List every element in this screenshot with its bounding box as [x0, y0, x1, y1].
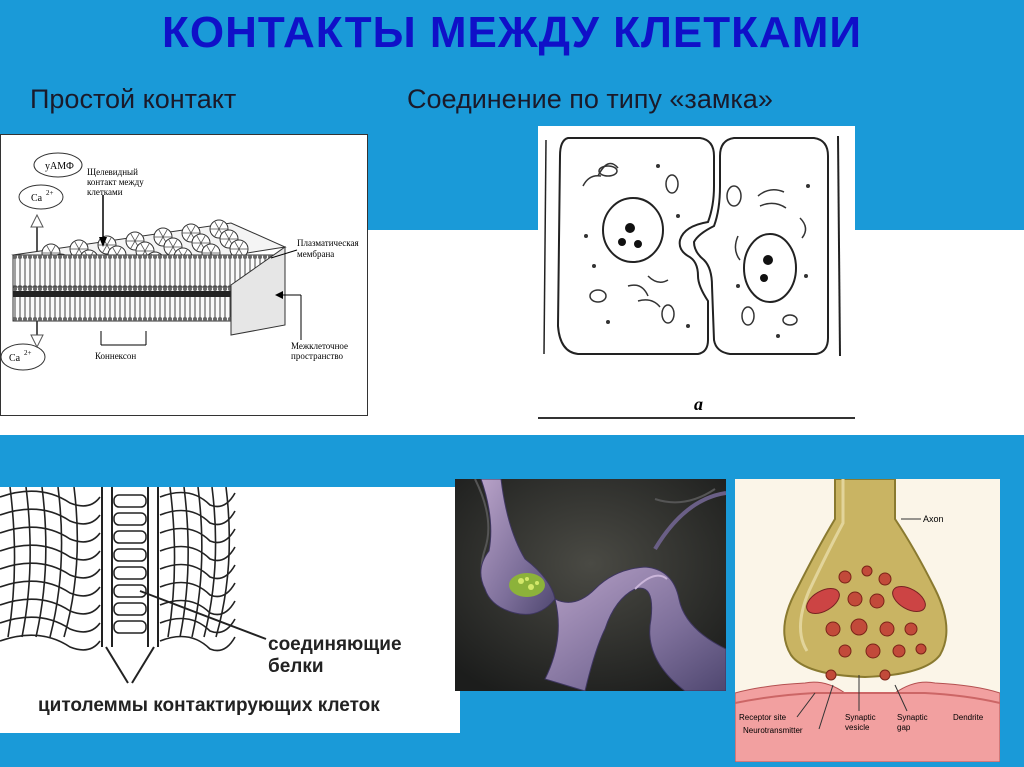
synaptic-gap-label-1: Synaptic	[897, 713, 928, 722]
ca-top-label: Ca	[31, 193, 43, 204]
camp-label: уАМФ	[45, 161, 74, 172]
connecting-proteins	[113, 494, 147, 634]
membrane-label-2: мембрана	[297, 249, 334, 259]
left-cell-outline	[556, 137, 715, 355]
cytolemmas-label: цитолеммы контактирующих клеток	[38, 695, 380, 716]
interlocking-cells-diagram: a	[538, 126, 855, 422]
axon-label: Axon	[923, 514, 944, 524]
subtitle-simple-contact: Простой контакт	[30, 84, 237, 114]
synaptic-vesicles	[825, 565, 927, 681]
synaptic-vesicle-label-2: vesicle	[845, 723, 870, 732]
subtitle-lock-junction: Соединение по типу «замка»	[407, 84, 773, 114]
gap-contact-label-3: клетками	[87, 187, 123, 197]
connexon-label: Коннексон	[95, 351, 136, 361]
synaptic-gap-label-2: gap	[897, 723, 911, 732]
right-nucleus	[743, 233, 797, 303]
cytolemma-proteins-diagram: соединяющие белки цитолеммы контактирующ…	[0, 487, 460, 733]
ca-top-charge: 2+	[46, 189, 54, 197]
synaptic-vesicle-label-1: Synaptic	[845, 713, 876, 722]
page-title: КОНТАКТЫ МЕЖДУ КЛЕТКАМИ	[162, 8, 862, 57]
gap-junction-diagram: уАМФ Ca 2+ Ca 2+ Щелевидный контакт межд…	[0, 134, 368, 416]
dendrite-label: Dendrite	[953, 713, 984, 722]
intercellular-label-1: Межклеточное	[291, 341, 348, 351]
gap-contact-label-1: Щелевидный	[87, 167, 138, 177]
ca-bottom-label: Ca	[9, 353, 21, 364]
figure-a-caption: a	[694, 394, 703, 414]
membrane-label-1: Плазматическая	[297, 238, 359, 248]
receptor-site-label: Receptor site	[739, 713, 787, 722]
cytoskeleton-fibers	[0, 487, 236, 652]
neurotransmitter-label: Neurotransmitter	[743, 726, 803, 735]
organelles	[582, 162, 807, 326]
right-cell-outline	[692, 137, 829, 355]
connecting-proteins-label: соединяющие белки	[268, 634, 402, 677]
synapse-labeled-diagram: Axon Receptor site Neurotransmitter Syna…	[735, 479, 1000, 762]
gap-contact-label-2: контакт между	[87, 177, 144, 187]
left-nucleus	[602, 197, 664, 263]
ca-bottom-charge: 2+	[24, 349, 32, 357]
synapse-3d-render	[455, 479, 726, 691]
vesicles	[584, 164, 810, 338]
intercellular-label-2: пространство	[291, 351, 344, 361]
